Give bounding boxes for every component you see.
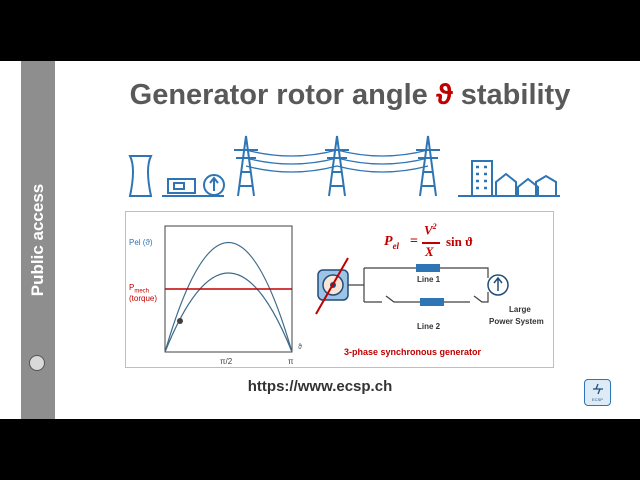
power-system-icon: [487, 274, 509, 296]
line1-wire: [364, 267, 489, 278]
formula-numerator: V2: [424, 222, 437, 238]
diagram-panel: Pel (ϑ) Pmech (torque) π/2 π ϑ Pel = V2 …: [125, 211, 554, 368]
x-tick-mid: π/2: [220, 357, 233, 366]
pel-curve-graph: [164, 225, 293, 353]
bus-left: [348, 268, 365, 302]
transmission-tower-icon: [234, 135, 258, 197]
line2-impedance: [420, 298, 444, 306]
generator-label: 3-phase synchronous generator: [344, 347, 482, 357]
x-axis-symbol: ϑ: [298, 344, 302, 351]
line2-wire-left: [364, 295, 422, 303]
pmech-label-sub: mech: [134, 288, 150, 295]
circuit-diagram: [315, 257, 509, 315]
formula-trig: sin ϑ: [446, 234, 473, 249]
line1-label: Line 1: [417, 275, 441, 284]
operating-point: [177, 318, 183, 324]
pmech-label: Pmech: [129, 283, 149, 295]
power-grid-illustration: [128, 135, 560, 197]
formula-denominator: X: [425, 244, 434, 259]
ecsp-logo: ECSP: [584, 379, 611, 406]
factory-icon: [167, 178, 196, 194]
transmission-tower-icon: [325, 135, 349, 197]
city-buildings-icon: [458, 160, 560, 197]
title-suffix: stability: [452, 79, 571, 111]
pel-curve-low: [164, 272, 293, 353]
formula-lhs: Pel: [384, 234, 400, 251]
logo-symbol-icon: [593, 383, 603, 395]
formula-equals: =: [410, 234, 418, 249]
x-tick-end: π: [288, 357, 294, 366]
title-symbol: ϑ: [435, 79, 453, 111]
system-label-1: Large: [509, 305, 531, 314]
website-link[interactable]: https://www.ecsp.ch: [247, 378, 393, 395]
system-label-2: Power System: [489, 317, 544, 326]
power-lines: [245, 149, 429, 173]
pel-axis-label: Pel (ϑ): [129, 238, 153, 247]
generator-symbol-icon: [203, 174, 225, 196]
logo-text: ECSP: [592, 397, 603, 402]
transmission-tower-icon: [416, 135, 440, 197]
torque-label: (torque): [129, 294, 158, 303]
formula-fraction-bar: [422, 242, 440, 244]
line2-label: Line 2: [417, 322, 441, 331]
page-title: Generator rotor angle ϑ stability: [60, 79, 640, 112]
sidebar-label: Public access: [28, 183, 47, 297]
slide-indicator-dot[interactable]: [29, 355, 45, 371]
title-prefix: Generator rotor angle: [129, 79, 436, 111]
line2-wire-right: [442, 292, 489, 303]
cooling-tower-icon: [128, 155, 153, 197]
line1-impedance: [416, 264, 440, 272]
pel-curve-high: [164, 242, 293, 353]
generator-icon: [315, 257, 349, 315]
pmech-label-main: P: [129, 283, 135, 292]
